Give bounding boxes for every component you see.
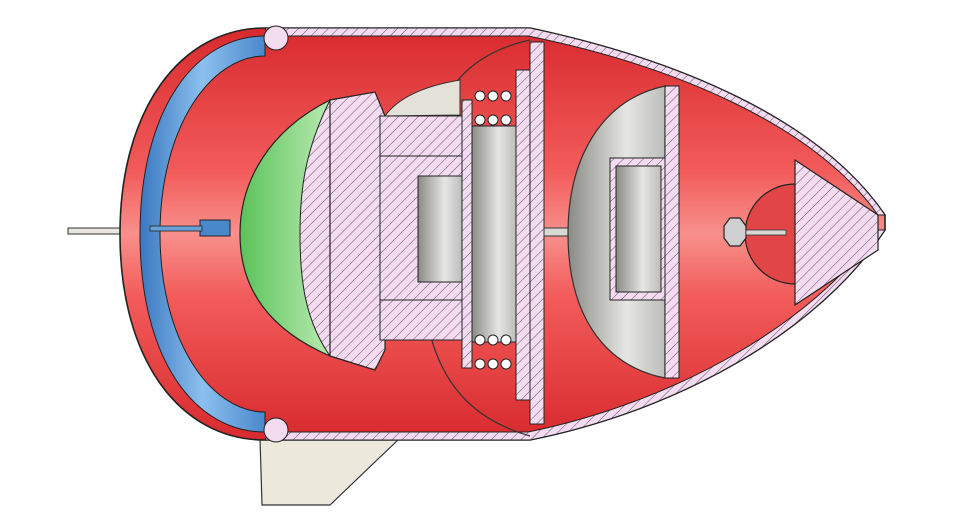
rear-band-cap-bottom	[263, 417, 289, 443]
central-housing-top	[379, 115, 463, 157]
nose-stem	[745, 229, 787, 236]
central-cavity	[417, 175, 463, 283]
motor-cavity	[615, 165, 662, 293]
bearing-plate-right	[515, 69, 531, 401]
hex-nut	[723, 217, 747, 247]
front-dome-plate	[664, 85, 680, 379]
rear-shaft	[67, 227, 129, 235]
bearing-balls	[474, 90, 512, 370]
grey-dome-left	[384, 79, 461, 117]
bearing-plate-left	[461, 99, 473, 369]
mount-stem	[149, 225, 203, 232]
rear-band-cap-top	[263, 25, 289, 51]
lens-mount	[199, 219, 231, 237]
nose-cone-section	[794, 158, 879, 307]
central-housing-bottom	[379, 299, 463, 341]
bulkhead	[529, 41, 545, 425]
bearing-cavity	[471, 125, 517, 343]
base-plate	[259, 437, 402, 506]
cone-housing	[329, 91, 386, 371]
